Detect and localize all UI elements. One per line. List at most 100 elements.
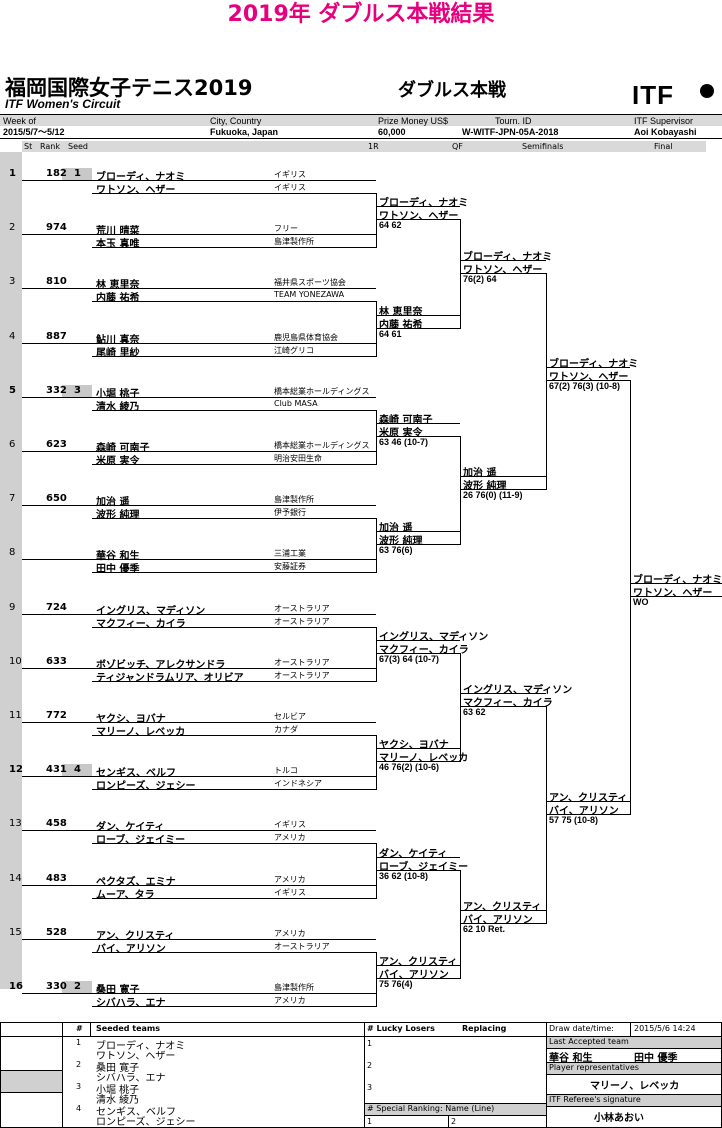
draw-date-label: Draw date/time: (549, 1024, 614, 1033)
bracket-line (630, 596, 722, 597)
seeded-player: センギス、ベルフ (96, 1107, 176, 1118)
bracket-line (22, 505, 376, 506)
player-name: 尾崎 里紗 (96, 348, 140, 359)
bracket-line (22, 668, 376, 669)
bracket-line (376, 761, 460, 762)
bracket-line (92, 789, 376, 790)
entry-rank: 974 (46, 222, 67, 233)
entry-seed: 3 (74, 385, 81, 396)
bracket-line (92, 518, 376, 519)
table-border (90, 1022, 91, 1036)
page-banner: 2019年 ダブルス本戦結果 (227, 2, 495, 27)
bracket-line (376, 640, 460, 641)
winner-name: イングリス、マディソン (379, 632, 489, 643)
player-name: 米原 実令 (96, 456, 140, 467)
player-country: 伊予銀行 (274, 508, 306, 517)
bracket-line (376, 518, 377, 573)
col-rank: Rank (40, 142, 60, 151)
prize-value: 60,000 (378, 127, 406, 137)
round-header-bar (22, 141, 706, 152)
winner-name: マクフィー、カイラ (463, 698, 553, 709)
player-country: TEAM YONEZAWA (274, 290, 345, 299)
table-border (546, 1036, 722, 1037)
winner-name: イングリス、マディソン (463, 685, 573, 696)
winner-name: アン、クリスティ (463, 902, 542, 913)
bracket-line (460, 260, 546, 261)
champion-name: ブローディ、ナオミ (633, 575, 722, 586)
winner-name: 波形 純理 (379, 536, 423, 547)
table-border (630, 1022, 631, 1036)
bracket-line (22, 559, 376, 560)
match-score: 46 76(2) (10-6) (379, 762, 440, 772)
draw-line-number: 1 (9, 168, 16, 179)
col-seed: Seed (68, 142, 88, 151)
table-border (546, 1022, 547, 1128)
bracket-line (92, 735, 376, 736)
bracket-line (376, 978, 460, 979)
lucky-loser-row: 1 (367, 1039, 373, 1048)
col-1r: 1R (368, 142, 379, 151)
entry-rank: 431 (46, 764, 67, 775)
col-qf: QF (452, 142, 463, 151)
bracket-line (376, 735, 377, 790)
seed-number: 1 (76, 1038, 82, 1047)
player-country: オーストラリア (274, 942, 330, 951)
draw-line-number: 3 (9, 276, 16, 287)
player-name: ロンピーズ、ジェシー (96, 781, 196, 792)
player-country: 安藤証券 (274, 562, 306, 571)
tourn-id-label: Tourn. ID (495, 116, 532, 126)
player-name: ペクタズ、エミナ (96, 877, 176, 888)
player-country: 三浦工業 (274, 549, 306, 558)
table-border (364, 1022, 365, 1128)
special-ranking-header: # Special Ranking: Name (Line) (367, 1104, 495, 1113)
draw-left-bar (0, 152, 22, 989)
bracket-line (376, 531, 460, 532)
table-border (546, 1094, 722, 1095)
player-name: 本玉 真唯 (96, 239, 140, 250)
player-name: マクフィー、カイラ (96, 619, 186, 630)
draw-line-number: 11 (9, 710, 22, 721)
player-name: マリーノ、レベッカ (96, 727, 186, 738)
player-name: イングリス、マディソン (96, 606, 206, 617)
winner-name: バイ、アリソン (549, 806, 619, 817)
player-name: アン、クリスティ (96, 931, 175, 942)
bracket-line (460, 219, 461, 329)
bracket-line (546, 801, 630, 802)
winner-name: 米原 実令 (379, 428, 423, 439)
match-score: 26 76(0) (11-9) (463, 490, 523, 500)
winner-name: ブローディ、ナオミ (549, 359, 639, 370)
bracket-line (22, 397, 376, 398)
winner-name: 内藤 祐希 (379, 320, 423, 331)
col-st: St (24, 142, 33, 151)
bracket-line (376, 301, 377, 357)
player-country: オーストラリア (274, 604, 330, 613)
bracket-line (22, 288, 376, 289)
supervisor-label: ITF Supervisor (634, 116, 694, 126)
match-score: 63 76(6) (379, 545, 413, 555)
player-name: 荒川 晴菜 (96, 226, 140, 237)
col-sf: Semifinals (522, 142, 564, 151)
player-country: オーストラリア (274, 671, 330, 680)
seed-number: 2 (76, 1060, 82, 1069)
draw-line-number: 15 (9, 927, 22, 938)
table-border (0, 1092, 62, 1093)
bracket-line (460, 653, 461, 762)
bracket-line (92, 952, 376, 953)
winner-name: ブローディ、ナオミ (379, 198, 469, 209)
bracket-line (22, 343, 376, 344)
bracket-line (92, 193, 376, 194)
entry-seed: 4 (74, 764, 81, 775)
winner-name: ワトソン、ヘザー (463, 265, 543, 276)
player-name: ムーア、タラ (96, 890, 155, 901)
blank-gray-cell (1, 1070, 62, 1092)
match-score: 75 76(4) (379, 979, 413, 989)
table-border (0, 1036, 722, 1037)
lucky-losers-header: # Lucky Losers (367, 1024, 435, 1033)
player-name: 小堀 桃子 (96, 389, 140, 400)
bracket-line (22, 180, 376, 181)
table-border (546, 1062, 722, 1063)
table-border (0, 1022, 1, 1128)
player-country: 橋本総業ホールディングス (274, 441, 370, 450)
player-name: 鮎川 真奈 (96, 335, 140, 346)
seeded-player: 小堀 桃子 (96, 1085, 140, 1096)
